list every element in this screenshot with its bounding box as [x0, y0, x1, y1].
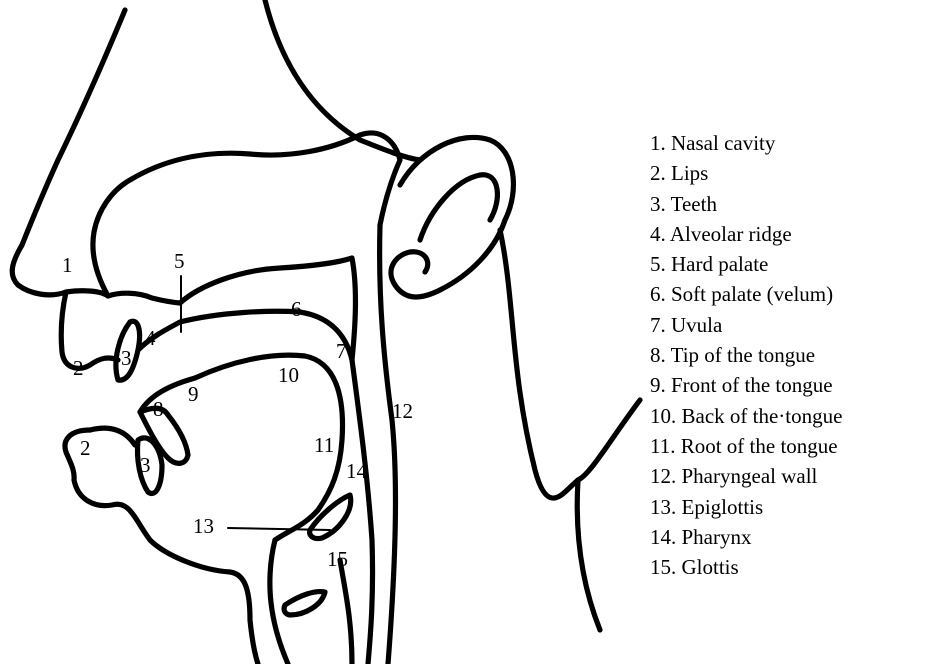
- callout-1: 1: [62, 253, 73, 277]
- legend-item: 14. Pharynx: [650, 522, 842, 552]
- palate-roof: [138, 311, 352, 360]
- callout-11: 11: [314, 433, 334, 457]
- callout-5: 5: [174, 249, 185, 273]
- callout-10: 10: [278, 363, 299, 387]
- pharynx-inner: [352, 360, 373, 664]
- legend: 1. Nasal cavity 2. Lips 3. Teeth 4. Alve…: [650, 128, 842, 582]
- legend-item: 5. Hard palate: [650, 249, 842, 279]
- legend-item: 2. Lips: [650, 158, 842, 188]
- callout-4: 4: [145, 326, 156, 350]
- legend-item: 10. Back of the·tongue: [650, 401, 842, 431]
- callout-2-lower: 2: [80, 436, 91, 460]
- callout-15: 15: [327, 547, 348, 571]
- legend-item: 1. Nasal cavity: [650, 128, 842, 158]
- callout-14: 14: [346, 459, 368, 483]
- pharyngeal-wall: [380, 225, 396, 664]
- callout-line-13: [228, 528, 330, 530]
- legend-item: 13. Epiglottis: [650, 492, 842, 522]
- callout-7: 7: [336, 339, 347, 363]
- glottis-lower: [340, 560, 352, 664]
- legend-item: 7. Uvula: [650, 310, 842, 340]
- callout-3-lower: 3: [140, 453, 151, 477]
- callout-12: 12: [392, 399, 413, 423]
- callout-2-upper: 2: [73, 356, 84, 380]
- legend-item: 8. Tip of the tongue: [650, 340, 842, 370]
- callout-9: 9: [188, 382, 199, 406]
- glottis: [284, 592, 325, 615]
- legend-item: 4. Alveolar ridge: [650, 219, 842, 249]
- callout-13: 13: [193, 514, 214, 538]
- legend-item: 9. Front of the tongue: [650, 370, 842, 400]
- legend-item: 6. Soft palate (velum): [650, 279, 842, 309]
- callout-8: 8: [153, 397, 164, 421]
- epiglottis: [310, 495, 351, 539]
- lower-lip-inner: [90, 428, 135, 445]
- legend-item: 15. Glottis: [650, 552, 842, 582]
- tongue: [140, 355, 343, 540]
- head-top: [265, 0, 420, 160]
- ear-inner: [420, 175, 497, 240]
- legend-item: 12. Pharyngeal wall: [650, 461, 842, 491]
- ear: [391, 137, 513, 297]
- neck-back: [500, 230, 640, 498]
- legend-item: 11. Root of the tongue: [650, 431, 842, 461]
- legend-item: 3. Teeth: [650, 189, 842, 219]
- callout-3-upper: 3: [121, 346, 132, 370]
- neck-back-lower: [577, 480, 600, 630]
- callout-6: 6: [291, 297, 302, 321]
